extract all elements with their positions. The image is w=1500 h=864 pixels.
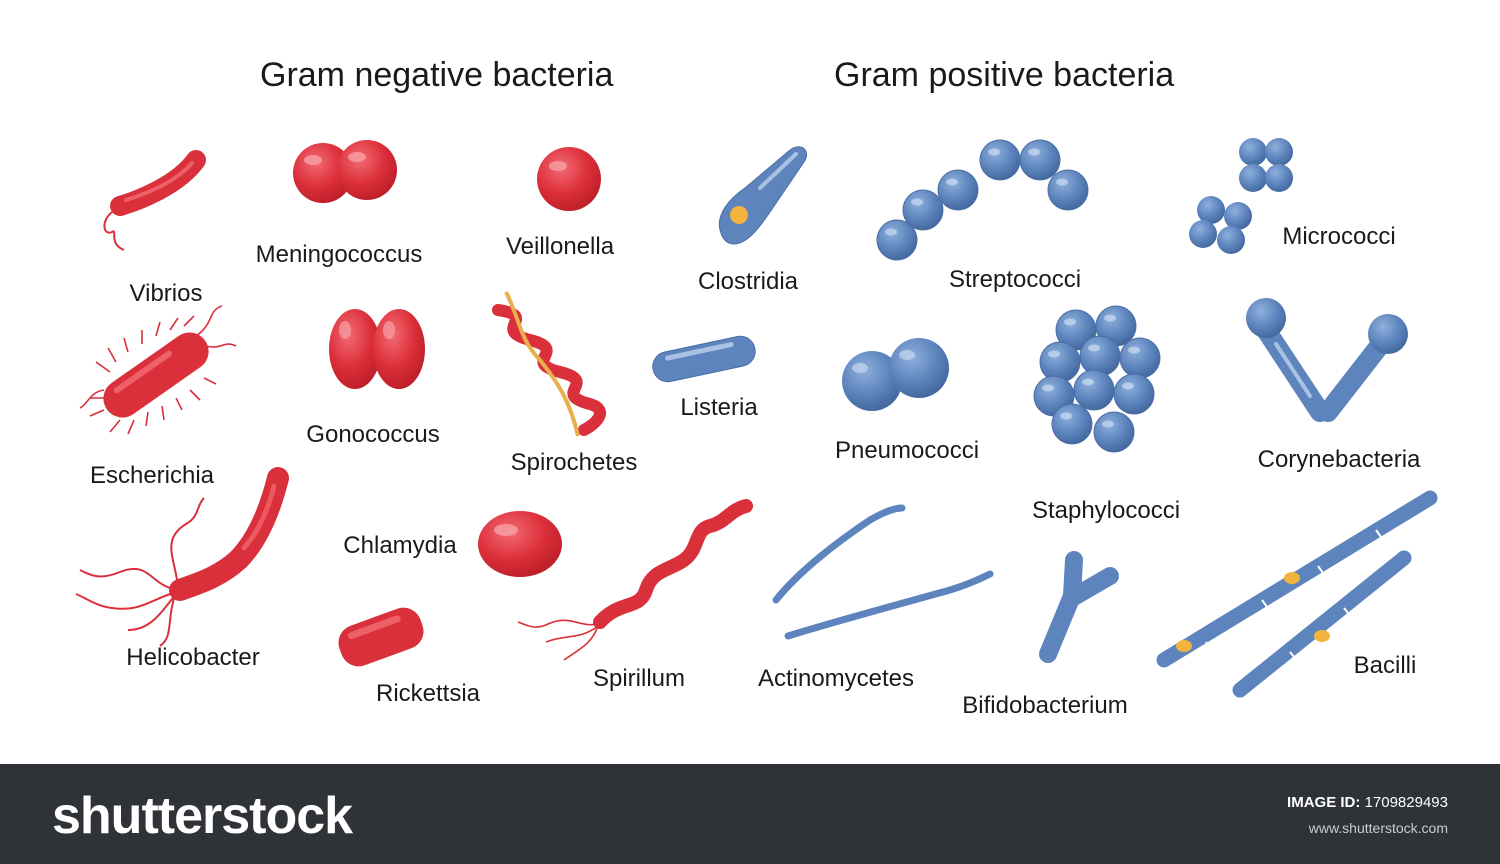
staphylococci-cluster <box>1033 305 1161 453</box>
corynebacteria-cell <box>1246 298 1408 422</box>
image-id-label: IMAGE ID: <box>1287 794 1361 811</box>
veillonella-cell <box>537 147 601 211</box>
clostridia-cell <box>718 146 808 245</box>
staphylococci-label: Staphylococci <box>1031 497 1181 524</box>
streptococci-chain <box>876 139 1089 261</box>
bacilli-chain <box>1156 490 1438 698</box>
listeria-cell <box>652 335 756 383</box>
spirochetes-cell <box>492 291 606 437</box>
bacilli-label: Bacilli <box>1353 652 1417 679</box>
actinomycetes-filaments <box>772 504 994 640</box>
meningococcus-label: Meningococcus <box>255 241 423 268</box>
gram-negative-heading: Gram negative bacteria <box>260 56 614 94</box>
helicobacter-cell <box>75 467 289 647</box>
corynebacteria-label: Corynebacteria <box>1257 446 1421 473</box>
rickettsia-label: Rickettsia <box>375 680 481 707</box>
helicobacter-label: Helicobacter <box>126 644 260 671</box>
clostridia-label: Clostridia <box>697 268 799 295</box>
pneumococci-cell <box>842 338 949 411</box>
gram-positive-heading: Gram positive bacteria <box>834 56 1175 94</box>
streptococci-label: Streptococci <box>948 266 1082 293</box>
gonococcus-label: Gonococcus <box>306 421 440 448</box>
bifidobacterium-cell <box>1039 551 1119 663</box>
escherichia-cell <box>79 305 237 435</box>
rickettsia-cell <box>338 607 424 667</box>
spirillum-label: Spirillum <box>592 665 686 692</box>
shutterstock-logo[interactable]: shutterstock <box>52 787 353 845</box>
micrococci-cluster <box>1189 138 1293 254</box>
image-id: IMAGE ID: 1709829493 <box>1287 794 1448 811</box>
stock-footer-bar: shutterstock IMAGE ID: 1709829493 www.sh… <box>0 764 1500 864</box>
site-url[interactable]: www.shutterstock.com <box>1308 820 1448 836</box>
veillonella-label: Veillonella <box>505 233 615 260</box>
gonococcus-cell <box>329 309 425 389</box>
bifidobacterium-label: Bifidobacterium <box>962 692 1128 719</box>
pneumococci-label: Pneumococci <box>834 437 980 464</box>
listeria-label: Listeria <box>680 394 758 421</box>
spirillum-cell <box>517 499 753 661</box>
image-id-value: 1709829493 <box>1364 794 1448 811</box>
chlamydia-label: Chlamydia <box>343 532 457 559</box>
escherichia-label: Escherichia <box>89 462 215 489</box>
actinomycetes-label: Actinomycetes <box>757 665 915 692</box>
meningococcus-cell <box>293 140 397 203</box>
chlamydia-cell <box>478 511 562 577</box>
spirochetes-label: Spirochetes <box>510 449 638 476</box>
vibrios-cell <box>103 150 206 251</box>
illustration <box>75 138 1438 698</box>
vibrios-label: Vibrios <box>129 280 203 307</box>
micrococci-label: Micrococci <box>1282 223 1396 250</box>
